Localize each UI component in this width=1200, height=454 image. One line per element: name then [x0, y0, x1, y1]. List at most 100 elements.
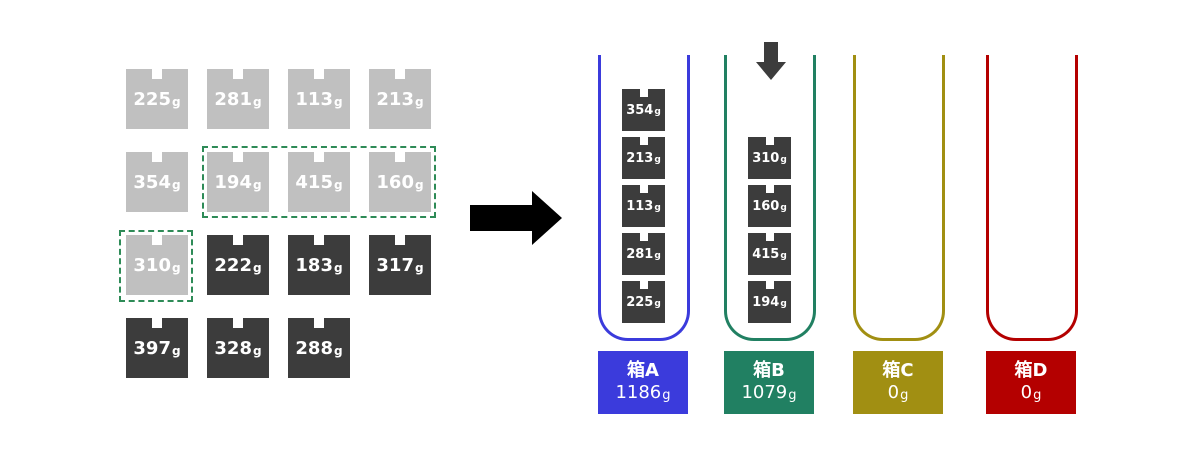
block-weight-value: 225 [133, 88, 171, 110]
box-total-value: 0 [1020, 381, 1033, 403]
item-weight-unit: g [654, 299, 661, 309]
box-total-value: 0 [887, 381, 900, 403]
block-notch [233, 152, 243, 162]
block-weight-unit: g [414, 261, 424, 275]
block-notch [765, 137, 774, 145]
item-weight-unit: g [654, 155, 661, 165]
item-weight-unit: g [780, 299, 787, 309]
box-total-unit: g [1033, 387, 1042, 403]
block-weight-unit: g [414, 95, 424, 109]
block-notch [152, 69, 162, 79]
box-name: 箱D [1014, 359, 1048, 381]
item-weight-unit: g [654, 251, 661, 261]
item-weight-unit: g [654, 107, 661, 117]
box-total-weight: 0g [1021, 382, 1042, 406]
block-weight-value: 397 [133, 337, 171, 359]
box-total-unit: g [662, 387, 671, 403]
block-notch [639, 137, 648, 145]
item-weight-value: 225 [626, 294, 654, 310]
box-name: 箱C [882, 359, 914, 381]
box-total-weight: 1186g [615, 382, 670, 406]
item-weight-unit: g [780, 251, 787, 261]
block-weight-value: 183 [295, 254, 333, 276]
block-notch [152, 235, 162, 245]
box-b-container [724, 55, 816, 341]
block-weight-value: 328 [214, 337, 252, 359]
box-d-container [986, 55, 1078, 341]
down-arrow-icon [756, 42, 786, 80]
block-weight-unit: g [171, 178, 181, 192]
block-notch [639, 89, 648, 97]
block-weight-unit: g [333, 95, 343, 109]
block-weight-unit: g [414, 178, 424, 192]
block-weight-value: 281 [214, 88, 252, 110]
block-notch [639, 233, 648, 241]
block-notch [314, 235, 324, 245]
block-notch [765, 233, 774, 241]
block-weight-unit: g [333, 178, 343, 192]
box-c-container [853, 55, 945, 341]
block-notch [639, 281, 648, 289]
item-weight-value: 354 [626, 102, 654, 118]
block-weight-unit: g [171, 261, 181, 275]
block-notch [152, 318, 162, 328]
item-weight-value: 160 [752, 198, 780, 214]
item-weight-value: 281 [626, 246, 654, 262]
block-weight-value: 213 [376, 88, 414, 110]
block-weight-unit: g [252, 178, 262, 192]
block-notch [765, 281, 774, 289]
block-notch [765, 185, 774, 193]
block-notch [395, 69, 405, 79]
box-total-value: 1186 [615, 381, 662, 403]
box-total-weight: 0g [888, 382, 909, 406]
block-notch [395, 235, 405, 245]
box-total-weight: 1079g [741, 382, 796, 406]
box-a-container [598, 55, 690, 341]
block-weight-unit: g [252, 344, 262, 358]
item-weight-unit: g [654, 203, 661, 213]
block-weight-value: 222 [214, 254, 252, 276]
block-weight-unit: g [252, 95, 262, 109]
selected-group-single [119, 230, 193, 302]
box-name: 箱B [753, 359, 785, 381]
block-notch [395, 152, 405, 162]
item-weight-value: 415 [752, 246, 780, 262]
block-notch [314, 318, 324, 328]
box-total-unit: g [900, 387, 909, 403]
right-arrow-icon [470, 191, 562, 245]
block-notch [152, 152, 162, 162]
block-notch [233, 235, 243, 245]
block-weight-value: 317 [376, 254, 414, 276]
item-weight-value: 310 [752, 150, 780, 166]
block-weight-value: 113 [295, 88, 333, 110]
selected-group-row [202, 146, 436, 218]
block-notch [314, 69, 324, 79]
block-weight-unit: g [252, 261, 262, 275]
item-weight-value: 194 [752, 294, 780, 310]
